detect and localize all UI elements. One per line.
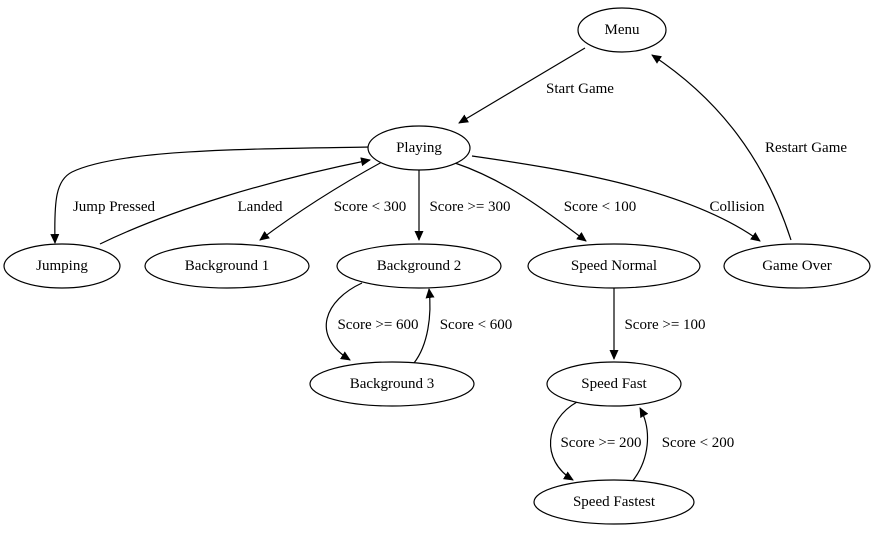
node-speed-normal: Speed Normal [571,258,657,274]
label-score-ge-600: Score >= 600 [337,317,418,333]
edge-score-lt-100 [454,162,587,242]
node-background2-shape [336,243,502,289]
node-speed-normal-shape [527,243,701,289]
edge-start-game [458,47,586,124]
label-restart-game: Restart Game [765,140,847,156]
node-background3-shape [309,361,475,407]
node-playing: Playing [396,140,442,156]
node-speed-fastest-shape [533,479,695,525]
label-collision: Collision [709,199,765,215]
edge-score-lt-300 [259,161,383,241]
edge-restart-game [651,54,792,241]
node-jumping-shape [3,243,121,289]
node-jumping: Jumping [36,258,88,274]
label-score-lt-200: Score < 200 [662,435,735,451]
label-landed: Landed [238,199,283,215]
label-score-lt-600: Score < 600 [440,317,513,333]
label-score-ge-100: Score >= 100 [624,317,705,333]
label-score-lt-300: Score < 300 [334,199,407,215]
node-speed-fast-shape [546,361,682,407]
node-game-over: Game Over [762,258,832,274]
label-start-game: Start Game [546,81,614,97]
label-score-lt-100: Score < 100 [564,199,637,215]
edge-score-ge-600 [325,282,363,361]
label-score-ge-300: Score >= 300 [429,199,510,215]
node-background1-shape [144,243,310,289]
node-menu-shape [577,7,667,53]
label-jump-pressed: Jump Pressed [73,199,156,215]
node-menu: Menu [605,22,640,38]
node-game-over-shape [723,243,871,289]
node-background3: Background 3 [350,376,435,392]
node-background1: Background 1 [185,258,270,274]
edge-score-ge-200 [549,401,578,481]
node-background2: Background 2 [377,258,462,274]
edge-jump-pressed [50,146,371,244]
edge-score-lt-600 [413,288,435,364]
edge-landed [99,157,371,245]
node-speed-fast: Speed Fast [581,376,647,392]
edge-collision [471,155,761,242]
edge-score-lt-200 [630,407,649,484]
label-score-ge-200: Score >= 200 [560,435,641,451]
node-speed-fastest: Speed Fastest [573,494,656,510]
node-playing-shape [367,125,471,171]
